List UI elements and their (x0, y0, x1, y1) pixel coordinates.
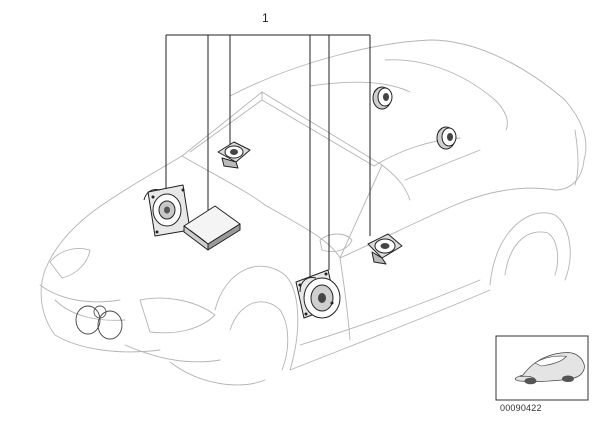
callout-number: 1 (262, 11, 269, 25)
document-number: 00090422 (500, 403, 542, 413)
rear-speaker-left (372, 86, 393, 110)
car-outline (39, 39, 587, 386)
amplifier-unit (183, 205, 241, 251)
door-speaker-right (295, 269, 341, 319)
dash-tweeter (217, 141, 251, 169)
front-door-speaker-left (143, 184, 191, 237)
side-panel-tweeter (367, 233, 403, 265)
leader-lines (165, 34, 371, 282)
thumbnail-inset (495, 335, 589, 401)
rear-speaker-right (436, 126, 457, 150)
